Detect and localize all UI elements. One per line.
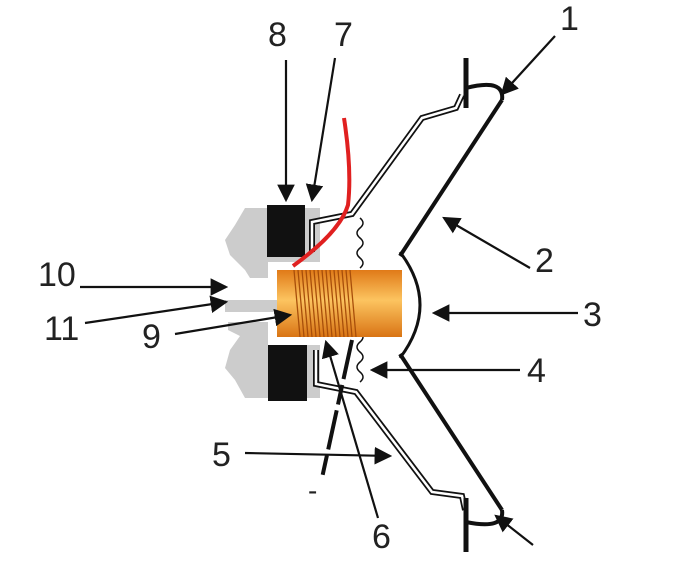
leader-arrows xyxy=(80,35,578,546)
magnet-bottom xyxy=(268,345,307,401)
magnet-top xyxy=(267,205,305,257)
label-8: 8 xyxy=(268,16,287,54)
coil-turn xyxy=(337,269,345,338)
red-lead-wire xyxy=(291,117,352,268)
label-9: 9 xyxy=(142,318,161,356)
coil-turn xyxy=(313,269,321,338)
coil-turn xyxy=(345,269,353,338)
black-lead-wire xyxy=(320,339,354,479)
label-7: 7 xyxy=(334,16,353,54)
cone xyxy=(398,83,505,527)
polarity-minus: - xyxy=(308,475,317,506)
coil-turn xyxy=(333,269,341,338)
label-1: 1 xyxy=(560,0,579,38)
frame xyxy=(309,58,469,552)
coil-turn xyxy=(321,269,329,338)
label-6: 6 xyxy=(372,518,391,556)
dust-cap xyxy=(398,251,422,359)
voice-coil-winding xyxy=(293,269,357,338)
label-3: 3 xyxy=(583,296,602,334)
label-11: 11 xyxy=(44,310,79,348)
coil-turn xyxy=(305,269,313,338)
label-4: 4 xyxy=(527,352,546,390)
coil-turn xyxy=(293,269,301,338)
coil-turn xyxy=(341,269,349,338)
coil-turn xyxy=(297,269,305,338)
coil-turn xyxy=(325,269,333,338)
coil-turn xyxy=(329,269,337,338)
coil-turn xyxy=(317,269,325,338)
spider xyxy=(356,217,364,383)
label-10: 10 xyxy=(38,256,76,294)
coil-turn xyxy=(301,269,309,338)
label-2: 2 xyxy=(535,242,554,280)
label-5: 5 xyxy=(212,436,231,474)
coil-turn xyxy=(309,269,317,338)
coil-turn xyxy=(349,269,357,338)
